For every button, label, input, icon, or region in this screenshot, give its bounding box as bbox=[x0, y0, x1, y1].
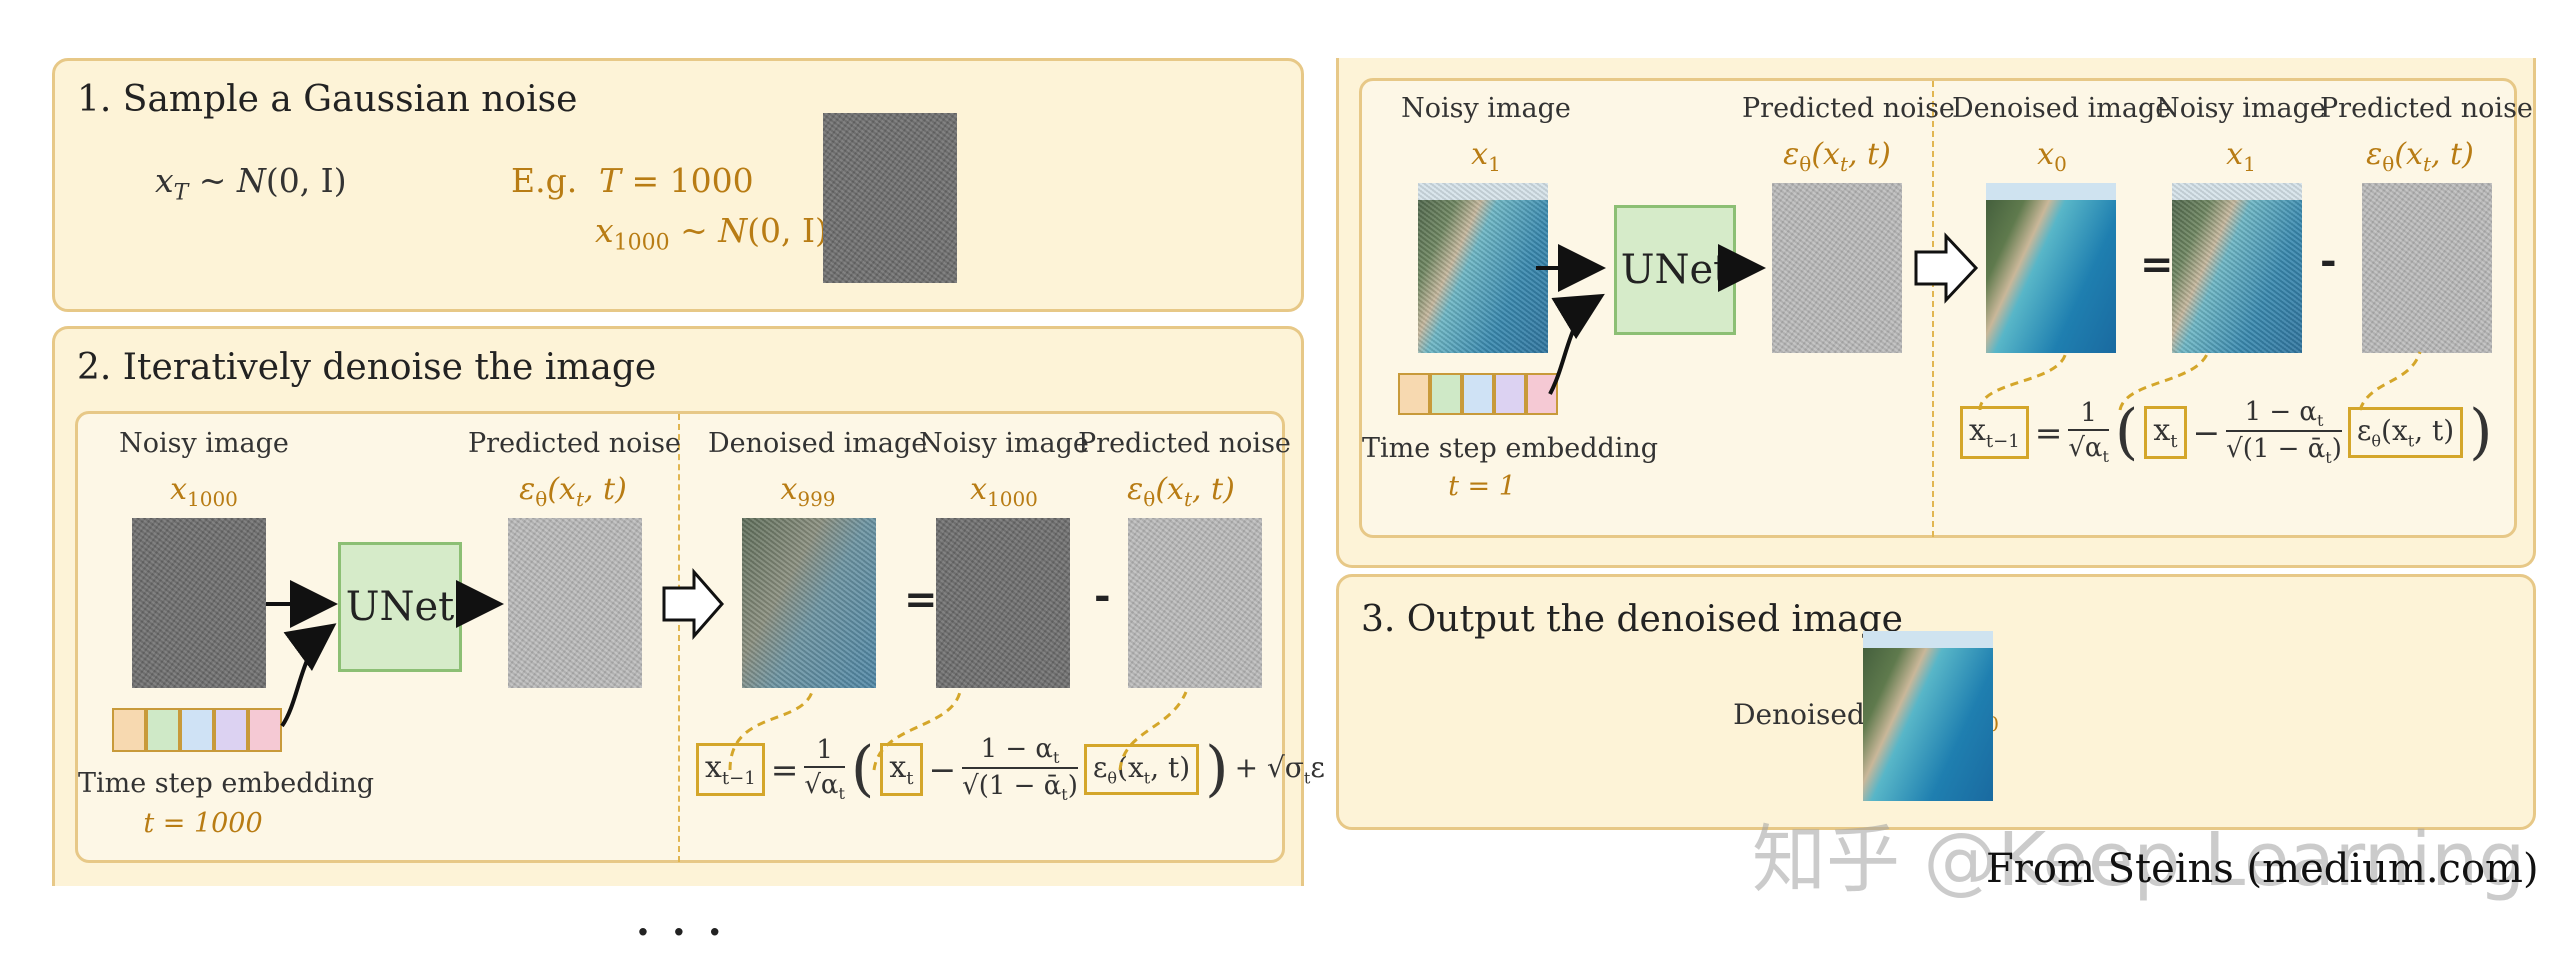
denoised-image bbox=[742, 518, 876, 688]
unet-block: UNet bbox=[338, 542, 462, 672]
embedding-cell-3 bbox=[180, 708, 214, 752]
b-embedding-cell-4 bbox=[1494, 373, 1526, 415]
b-noisy2-image bbox=[2172, 183, 2302, 353]
b-arrow-emb-to-unet bbox=[1548, 293, 1605, 395]
step3-title: 3. Output the denoised image bbox=[1361, 599, 1903, 640]
b-connector-3 bbox=[2358, 351, 2422, 411]
b-noisy2-label: Noisy image bbox=[2156, 93, 2326, 124]
b-pred2-image bbox=[2362, 183, 2492, 353]
eg-x: x1000 ~ N(0, I) bbox=[595, 211, 828, 256]
den-label: Denoised image bbox=[708, 428, 928, 459]
b-minus-sign: - bbox=[2320, 237, 2337, 284]
step3-output-image bbox=[1863, 631, 1993, 801]
b-connector-2 bbox=[2118, 351, 2210, 411]
connector-3 bbox=[1118, 691, 1188, 771]
embedding-cell-1 bbox=[112, 708, 146, 752]
b-denoised-image bbox=[1986, 183, 2116, 353]
noisy2-var: x1000 bbox=[970, 472, 1038, 511]
b-formula-lhs-box: xt−1 bbox=[1960, 405, 2029, 459]
den-var: x999 bbox=[780, 472, 836, 511]
hollow-arrow bbox=[662, 568, 724, 640]
ellipsis: . . . bbox=[636, 898, 726, 945]
b-pred-label: Predicted noise bbox=[1742, 93, 1955, 124]
embedding-cell-5 bbox=[248, 708, 282, 752]
step2-inner: Noisy image x1000 UNet Predicted noise ε… bbox=[75, 411, 1325, 863]
b-equals-sign: = bbox=[2140, 241, 2174, 288]
b-pred2-var: εθ(xt, t) bbox=[2366, 137, 2474, 176]
dashed-separator bbox=[678, 414, 680, 862]
embedding-cell-4 bbox=[214, 708, 248, 752]
predicted-noise-image bbox=[508, 518, 642, 688]
connector-1 bbox=[728, 691, 814, 771]
step2-formula: xt−1 = 1√αt ( xt − 1 − αt√(1 − ᾱt) εθ(xt… bbox=[696, 734, 1325, 805]
pred2-label: Predicted noise bbox=[1078, 428, 1291, 459]
minus-sign: - bbox=[1094, 572, 1111, 619]
step3-panel: 3. Output the denoised image Denoised im… bbox=[1336, 574, 2536, 830]
step2b-inner: Noisy image x1 UNet Predicted noise εθ(x… bbox=[1359, 78, 2533, 538]
b-noisy-image bbox=[1418, 183, 1548, 353]
b-embedding-t: t = 1 bbox=[1448, 471, 1516, 502]
pred2-image bbox=[1128, 518, 1262, 688]
b-pred2-label: Predicted noise bbox=[2320, 93, 2533, 124]
arrow-emb-to-unet bbox=[280, 623, 337, 728]
connector-2 bbox=[872, 691, 962, 771]
b-noisy-var: x1 bbox=[1471, 137, 1501, 176]
b-embedding-cell-5 bbox=[1526, 373, 1558, 415]
b-hollow-arrow bbox=[1914, 232, 1979, 304]
step1-title: 1. Sample a Gaussian noise bbox=[77, 79, 578, 120]
noisy2-label: Noisy image bbox=[919, 428, 1089, 459]
b-connector-1 bbox=[1978, 351, 2068, 411]
noisy-image bbox=[132, 518, 266, 688]
b-formula-eps-box: εθ(xt, t) bbox=[2347, 407, 2464, 458]
embedding-t: t = 1000 bbox=[143, 808, 263, 839]
b-den-label: Denoised image bbox=[1952, 93, 2172, 124]
b-embedding-cell-1 bbox=[1398, 373, 1430, 415]
b-den-var: x0 bbox=[2037, 137, 2067, 176]
credit: From Steins (medium.com) bbox=[1986, 846, 2539, 892]
eg-label: E.g. bbox=[511, 161, 578, 200]
equals-sign: = bbox=[904, 576, 938, 623]
formula-xt-box: xt bbox=[880, 742, 923, 796]
step2-title: 2. Iteratively denoise the image bbox=[77, 347, 657, 388]
b-embedding-cell-2 bbox=[1430, 373, 1462, 415]
noisy2-image bbox=[936, 518, 1070, 688]
gaussian-noise-image bbox=[823, 113, 957, 283]
b-formula-xt-box: xt bbox=[2144, 405, 2187, 459]
noisy-label: Noisy image bbox=[119, 428, 289, 459]
b-noisy-label: Noisy image bbox=[1401, 93, 1571, 124]
watermark: 知乎 @Keep Learning bbox=[1752, 817, 2526, 903]
step2b-panel: Noisy image x1 UNet Predicted noise εθ(x… bbox=[1336, 58, 2536, 568]
b-noisy2-var: x1 bbox=[2226, 137, 2256, 176]
formula-lhs-box: xt−1 bbox=[696, 742, 765, 796]
pred-label: Predicted noise bbox=[468, 428, 681, 459]
b-pred-var: εθ(xt, t) bbox=[1783, 137, 1891, 176]
pred2-var: εθ(xt, t) bbox=[1127, 472, 1235, 511]
embedding-label: Time step embedding bbox=[78, 768, 375, 799]
b-predicted-noise-image bbox=[1772, 183, 1902, 353]
dashed-separator-2 bbox=[1932, 81, 1934, 537]
b-unet-block: UNet bbox=[1614, 205, 1736, 335]
step1-panel: 1. Sample a Gaussian noise xT ~ N(0, I) … bbox=[52, 58, 1304, 312]
step2-panel: 2. Iteratively denoise the image Noisy i… bbox=[52, 326, 1325, 886]
eg-t: T = 1000 bbox=[599, 161, 754, 200]
embedding-cell-2 bbox=[146, 708, 180, 752]
step2b-formula: xt−1 = 1√αt ( xt − 1 − αt√(1 − ᾱt) εθ(xt… bbox=[1960, 397, 2493, 468]
step1-formula: xT ~ N(0, I) bbox=[155, 161, 347, 206]
b-embedding-cell-3 bbox=[1462, 373, 1494, 415]
pred-var: εθ(xt, t) bbox=[519, 472, 627, 511]
noisy-var: x1000 bbox=[170, 472, 238, 511]
